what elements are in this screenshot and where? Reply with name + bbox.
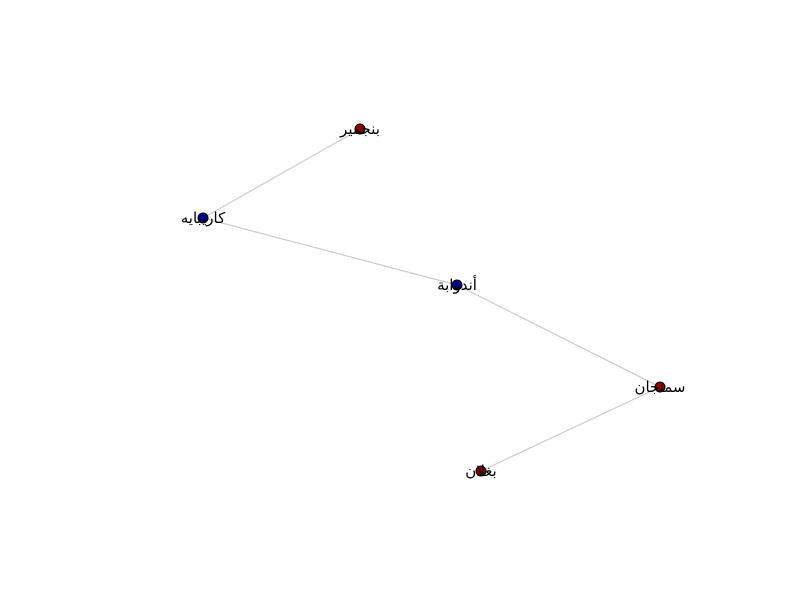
graph-edge [456,284,661,388]
graph-edge [202,128,361,219]
graph-edge [202,217,458,286]
graph-node [197,212,209,224]
graph-node [475,465,487,477]
node-label: بنجمير [339,120,380,138]
graph-node [654,381,666,393]
node-label: بغلان [465,462,496,480]
labels-layer: بنجمير كاريبايه أندوابة سمنجان بغلان [181,120,686,480]
graph-node [451,279,463,291]
nodes-layer [197,123,666,477]
node-label: أندوابة [437,275,477,294]
graph-node [354,123,366,135]
edges-layer [202,128,661,472]
node-label: سمنجان [634,378,685,396]
graph-edge [480,386,661,472]
node-label: كاريبايه [181,209,226,227]
